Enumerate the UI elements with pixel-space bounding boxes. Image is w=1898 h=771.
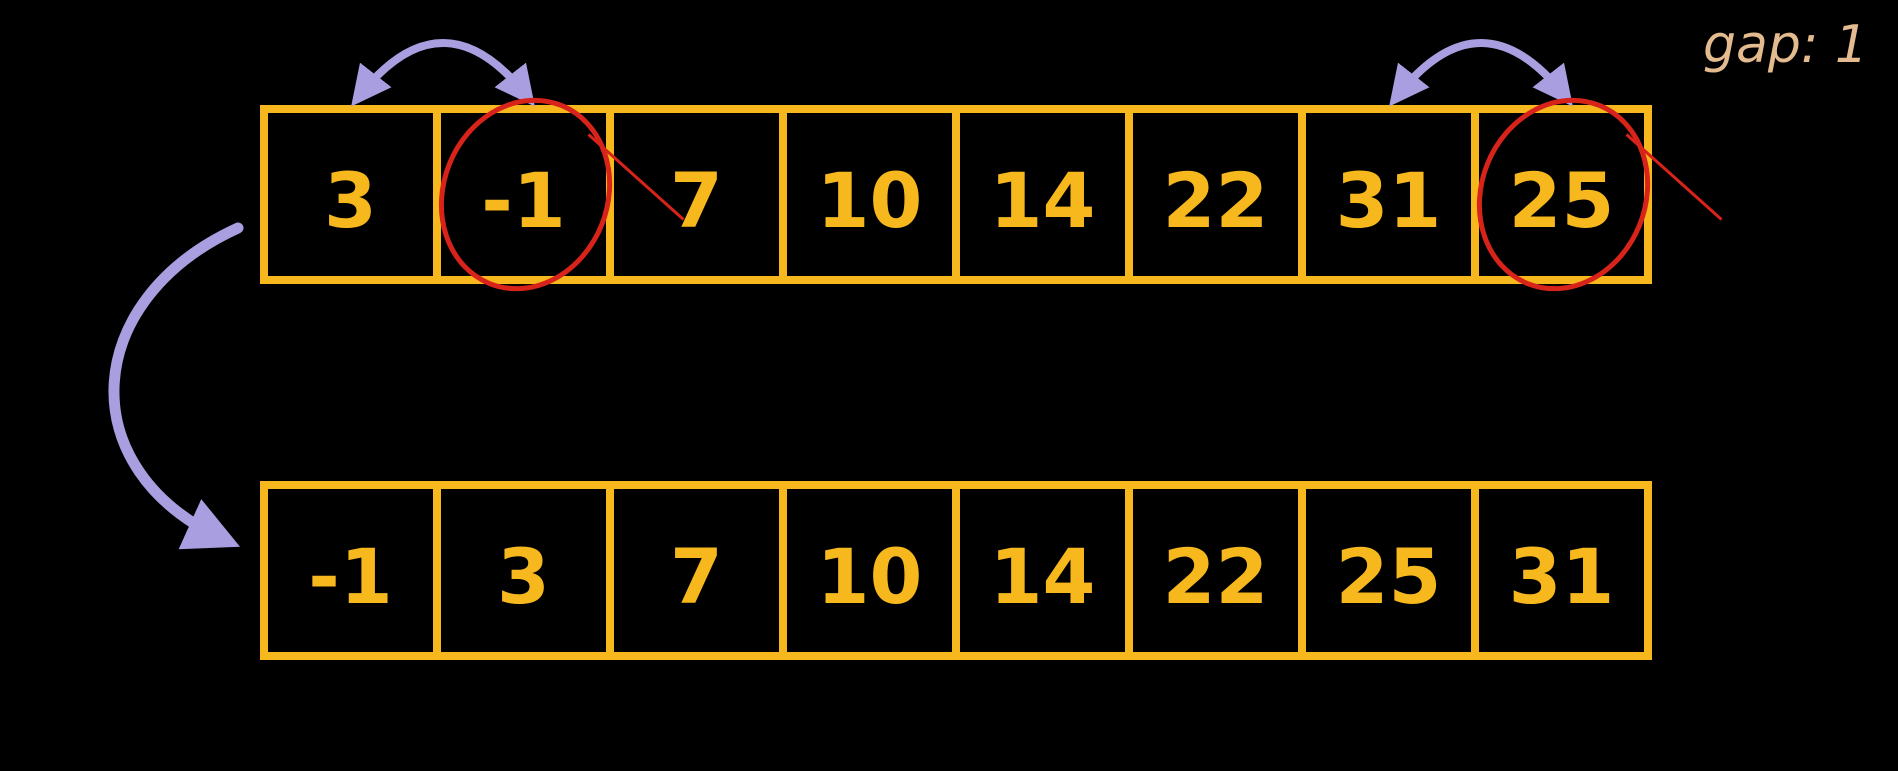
bottom-cell-3: 10 xyxy=(779,481,960,660)
top-cell-2: 7 xyxy=(606,105,787,284)
bottom-cell-box xyxy=(1471,481,1652,660)
bottom-cell-value: 14 xyxy=(990,532,1096,621)
top-cell-value: 25 xyxy=(1509,156,1615,245)
top-cell-5: 22 xyxy=(1125,105,1306,284)
bottom-cell-value: 31 xyxy=(1509,532,1615,621)
top-cell-3: 10 xyxy=(779,105,960,284)
gap-label: gap: 1 xyxy=(1703,15,1868,75)
top-cell-4: 14 xyxy=(952,105,1133,284)
top-cell-value: -1 xyxy=(481,156,565,245)
bottom-cell-4: 14 xyxy=(952,481,1133,660)
highlight-circle-0 xyxy=(438,97,613,292)
top-cell-value: 10 xyxy=(817,156,923,245)
top-cell-6: 31 xyxy=(1298,105,1479,284)
highlight-circle-1 xyxy=(1476,97,1651,292)
bottom-cell-value: 3 xyxy=(497,532,550,621)
bottom-cell-value: 22 xyxy=(1163,532,1269,621)
top-cell-value: 14 xyxy=(990,156,1096,245)
bottom-cell-2: 7 xyxy=(606,481,787,660)
bottom-cell-1: 3 xyxy=(433,481,614,660)
bottom-cell-value: 25 xyxy=(1336,532,1442,621)
swap-arrows xyxy=(351,39,1573,107)
top-cell-value: 31 xyxy=(1336,156,1442,245)
bottom-cell-7: 31 xyxy=(1471,481,1652,660)
highlight-circles xyxy=(438,97,1723,292)
highlight-stroke-tail-0 xyxy=(587,133,685,221)
swap-arrow-0 xyxy=(351,39,535,107)
top-cell-value: 7 xyxy=(670,156,723,245)
swap-arrow-1 xyxy=(1389,39,1573,107)
bottom-cell-5: 22 xyxy=(1125,481,1306,660)
top-cell-0: 3 xyxy=(260,105,441,284)
top-cell-value: 22 xyxy=(1163,156,1269,245)
top-array: 3 -1 7 10 14 22 31 25 xyxy=(260,105,1652,284)
bottom-cell-6: 25 xyxy=(1298,481,1479,660)
bottom-cell-value: -1 xyxy=(308,532,392,621)
bottom-cell-value: 7 xyxy=(670,532,723,621)
bottom-cell-value: 10 xyxy=(817,532,923,621)
bottom-array: -1 3 7 10 14 22 25 31 xyxy=(260,481,1652,660)
bottom-cell-0: -1 xyxy=(260,481,441,660)
top-cell-value: 3 xyxy=(324,156,377,245)
highlight-stroke-tail-1 xyxy=(1625,133,1723,221)
transition-arrow xyxy=(108,222,244,550)
